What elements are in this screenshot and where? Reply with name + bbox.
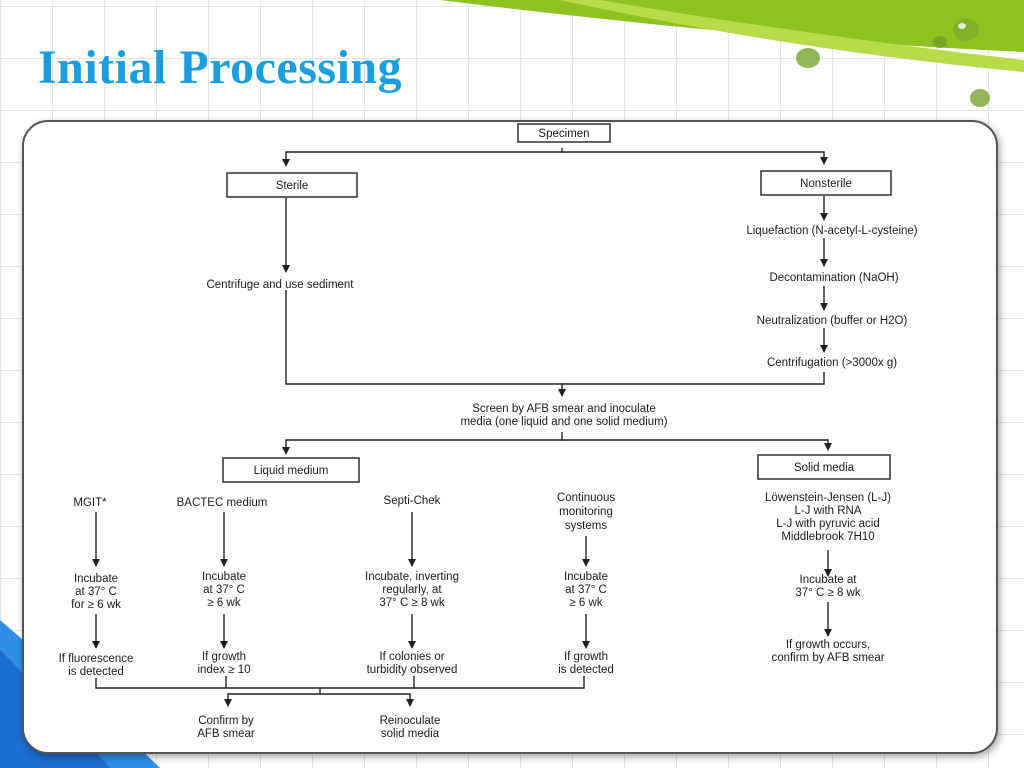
continuous-label-line1: Continuous — [557, 492, 615, 504]
solid-incubate: Incubate at — [800, 574, 858, 586]
solid-incubate: 37° C ≥ 8 wk — [795, 587, 860, 599]
bactec-result: index ≥ 10 — [198, 664, 251, 676]
bactec-incubate: at 37° C — [203, 584, 245, 596]
nonsterile-box — [760, 170, 892, 196]
solid-list-item: L-J with RNA — [794, 505, 861, 517]
sterile-box — [226, 172, 358, 198]
mgit-incubate: for ≥ 6 wk — [71, 599, 121, 611]
continuous-incubate: at 37° C — [565, 584, 607, 596]
mgit-result: If fluorescence — [59, 653, 134, 665]
neutralization-text: Neutralization (buffer or H2O) — [757, 315, 908, 327]
screen-text-line2: media (one liquid and one solid medium) — [460, 416, 667, 428]
solid-list-item: L-J with pyruvic acid — [776, 518, 880, 530]
solid-media-box — [757, 454, 891, 480]
diagram-panel — [22, 120, 998, 754]
slide-title: Initial Processing — [38, 41, 403, 94]
mgit-incubate: Incubate — [74, 573, 118, 585]
septi-result: If colonies or — [379, 651, 444, 663]
reinoculate-text: solid media — [381, 728, 440, 740]
solid-media-label: Solid media — [794, 462, 855, 474]
continuous-label-line2: monitoring — [559, 506, 613, 518]
liquid-medium-label: Liquid medium — [254, 465, 329, 477]
continuous-label-line3: systems — [565, 520, 607, 532]
septi-chek-label: Septi-Chek — [384, 495, 441, 507]
solid-list-item: Löwenstein-Jensen (L-J) — [765, 492, 891, 504]
bactec-incubate: ≥ 6 wk — [207, 597, 240, 609]
solid-result: confirm by AFB smear — [771, 652, 884, 664]
solid-result: If growth occurs, — [786, 639, 870, 651]
septi-result: turbidity observed — [367, 664, 458, 676]
septi-incubate: regularly, at — [382, 584, 442, 596]
specimen-box — [517, 123, 611, 143]
continuous-incubate: ≥ 6 wk — [569, 597, 602, 609]
sterile-label: Sterile — [276, 180, 309, 192]
mgit-result: is detected — [68, 666, 124, 678]
centrifuge-sediment-text: Centrifuge and use sediment — [206, 279, 354, 291]
mgit-incubate: at 37° C — [75, 586, 117, 598]
septi-incubate: Incubate, inverting — [365, 571, 459, 583]
continuous-result: is detected — [558, 664, 614, 676]
nonsterile-label: Nonsterile — [800, 178, 852, 190]
confirm-afb-text: Confirm by — [198, 715, 254, 727]
bactec-incubate: Incubate — [202, 571, 246, 583]
mgit-label: MGIT* — [73, 497, 107, 509]
screen-text-line1: Screen by AFB smear and inoculate — [472, 403, 655, 415]
specimen-label: Specimen — [538, 128, 589, 140]
reinoculate-text: Reinoculate — [380, 715, 441, 727]
septi-incubate: 37° C ≥ 8 wk — [379, 597, 444, 609]
bactec-result: If growth — [202, 651, 246, 663]
liquid-medium-box — [222, 457, 360, 483]
centrifugation-text: Centrifugation (>3000x g) — [767, 357, 897, 369]
bactec-label: BACTEC medium — [177, 497, 268, 509]
continuous-result: If growth — [564, 651, 608, 663]
processing-flowchart: Specimen Sterile Nonsterile Centrifuge a… — [59, 123, 918, 740]
continuous-incubate: Incubate — [564, 571, 608, 583]
solid-list-item: Middlebrook 7H10 — [781, 531, 874, 543]
confirm-afb-text: AFB smear — [197, 728, 255, 740]
flow-connectors — [92, 148, 832, 707]
decontamination-text: Decontamination (NaOH) — [769, 272, 898, 284]
liquefaction-text: Liquefaction (N-acetyl-L-cysteine) — [746, 225, 917, 237]
